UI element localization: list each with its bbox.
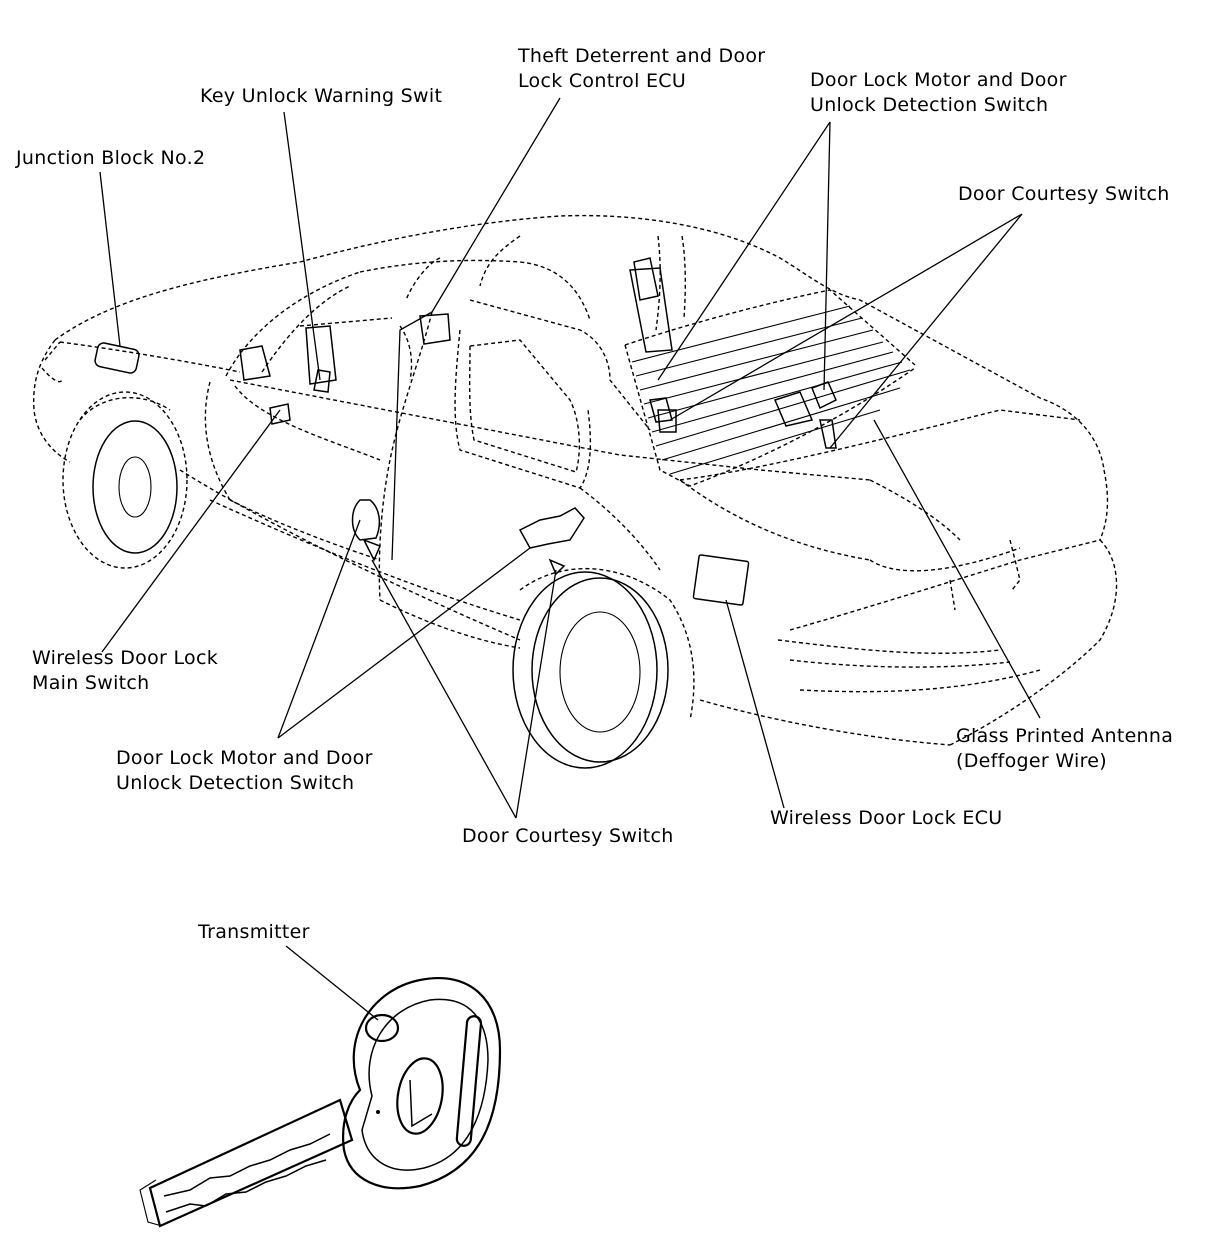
car-outline-icon [32,214,1118,769]
wireless-ecu-label: Wireless Door Lock ECU [770,807,1003,829]
wireless-main-switch-line2: Main Switch [32,672,150,694]
junction-block-label: Junction Block No.2 [16,147,206,169]
theft-ecu-label: Theft Deterrent and Door Lock Control EC… [518,44,765,94]
glass-antenna-label: Glass Printed Antenna (Deffoger Wire) [956,724,1173,774]
door-lock-motor-rear-line2: Unlock Detection Switch [810,94,1049,116]
door-lock-motor-front-line1: Door Lock Motor and Door [116,747,373,769]
door-lock-motor-rear-label: Door Lock Motor and Door Unlock Detectio… [810,68,1067,118]
leader-lines [99,97,1041,1021]
door-lock-motor-rear-line1: Door Lock Motor and Door [810,69,1067,91]
door-courtesy-front-label: Door Courtesy Switch [462,825,674,847]
door-lock-motor-front-label: Door Lock Motor and Door Unlock Detectio… [116,746,373,796]
wireless-main-switch-label: Wireless Door Lock Main Switch [32,646,218,696]
key-unlock-label: Key Unlock Warning Swit [200,85,443,107]
glass-antenna-line2: (Deffoger Wire) [956,750,1107,772]
theft-ecu-label-line1: Theft Deterrent and Door [518,45,766,67]
glass-antenna-line1: Glass Printed Antenna [956,725,1174,747]
wireless-main-switch-line1: Wireless Door Lock [32,647,218,669]
theft-ecu-label-line2: Lock Control ECU [518,70,687,92]
transmitter-key-icon [139,977,502,1228]
transmitter-label: Transmitter [198,921,310,943]
door-courtesy-rear-label: Door Courtesy Switch [958,183,1170,205]
door-lock-motor-front-line2: Unlock Detection Switch [116,772,355,794]
